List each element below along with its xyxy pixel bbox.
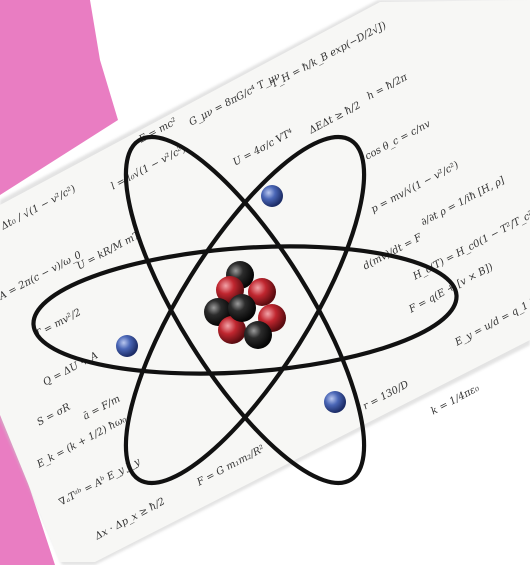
electron — [261, 185, 283, 207]
proton — [218, 316, 246, 344]
electron — [324, 391, 346, 413]
orbit-diagonal-right — [123, 134, 367, 486]
electron — [116, 335, 138, 357]
orbit-paths — [31, 134, 459, 486]
orbit-horizontal — [31, 244, 459, 376]
orbit-diagonal-left — [123, 134, 367, 486]
electrons — [116, 185, 346, 413]
neutron — [228, 294, 256, 322]
proton — [248, 278, 276, 306]
neutron — [244, 321, 272, 349]
nucleus — [204, 261, 286, 349]
